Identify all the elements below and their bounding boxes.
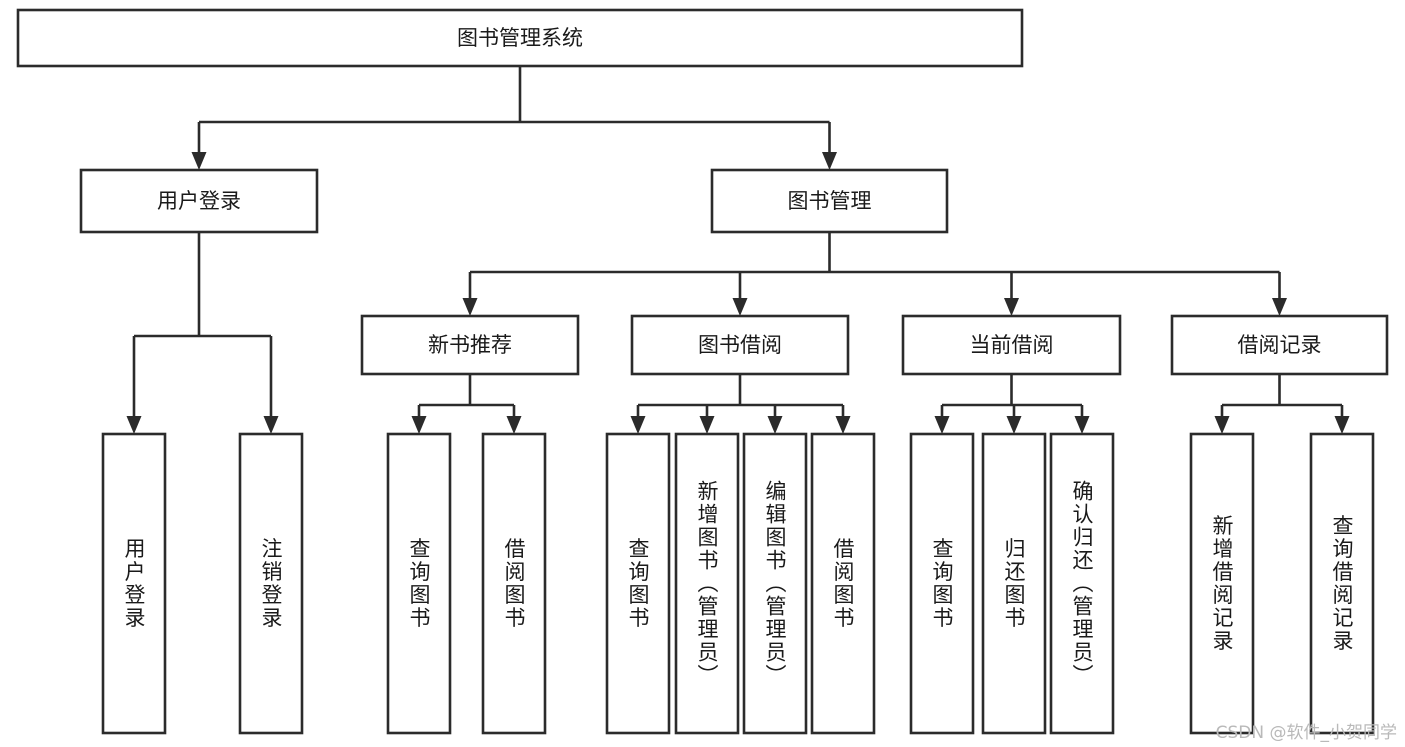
node-leaf-10-label: 确认归还（管理员）	[1070, 480, 1094, 687]
node-leaf-9[interactable]: 归还图书	[981, 432, 1047, 735]
node-level3-1[interactable]: 图书借阅	[630, 314, 850, 376]
node-leaf-8-rect	[909, 432, 975, 735]
node-level3-3-label: 借阅记录	[1238, 333, 1322, 357]
node-leaf-4-rect	[605, 432, 671, 735]
node-layer: 图书管理系统用户登录图书管理新书推荐图书借阅当前借阅借阅记录用户登录注销登录查询…	[16, 8, 1389, 735]
node-leaf-12-rect	[1309, 432, 1375, 735]
level2-1-arrowhead	[822, 152, 837, 170]
leaf-0-1-arrowhead	[506, 416, 522, 434]
connector-layer	[126, 66, 1350, 434]
level3-3-arrowhead	[1272, 298, 1287, 316]
node-leaf-10-rect	[1049, 432, 1115, 735]
node-leaf-11-label: 新增借阅记录	[1210, 515, 1234, 653]
node-leaf-11-rect	[1189, 432, 1255, 735]
node-leaf-2-rect	[386, 432, 452, 735]
node-leaf-6[interactable]: 编辑图书（管理员）	[742, 432, 808, 735]
node-root-label: 图书管理系统	[457, 26, 583, 50]
node-leaf-11[interactable]: 新增借阅记录	[1189, 432, 1255, 735]
node-leaf-0-rect	[101, 432, 167, 735]
leaf-1-3-arrowhead	[835, 416, 851, 434]
node-level2-1-rect	[710, 168, 949, 234]
node-leaf-9-rect	[981, 432, 1047, 735]
node-leaf-3[interactable]: 借阅图书	[481, 432, 547, 735]
node-level3-3-rect	[1170, 314, 1389, 376]
node-level2-0-label: 用户登录	[157, 189, 241, 213]
node-leaf-7[interactable]: 借阅图书	[810, 432, 876, 735]
node-leaf-7-rect	[810, 432, 876, 735]
leaf-1-0-arrowhead	[630, 416, 646, 434]
node-level3-2[interactable]: 当前借阅	[901, 314, 1122, 376]
node-leaf-4-label: 查询图书	[626, 538, 650, 630]
node-level2-1[interactable]: 图书管理	[710, 168, 949, 234]
node-level3-1-rect	[630, 314, 850, 376]
node-level3-0[interactable]: 新书推荐	[360, 314, 580, 376]
node-leaf-0[interactable]: 用户登录	[101, 432, 167, 735]
node-leaf-8-label: 查询图书	[930, 538, 954, 630]
node-root-rect	[16, 8, 1024, 68]
node-level3-0-rect	[360, 314, 580, 376]
node-level3-0-label: 新书推荐	[428, 333, 512, 357]
node-leaf-7-label: 借阅图书	[831, 538, 855, 630]
user-login-leaf-1-arrowhead	[263, 416, 279, 434]
node-level2-0-rect	[79, 168, 319, 234]
node-leaf-6-label: 编辑图书（管理员）	[763, 480, 787, 687]
level2-0-arrowhead	[191, 152, 207, 170]
user-login-leaf-0-arrowhead	[126, 416, 142, 434]
node-level3-3[interactable]: 借阅记录	[1170, 314, 1389, 376]
leaf-1-2-arrowhead	[767, 416, 783, 434]
leaf-2-2-arrowhead	[1074, 416, 1090, 434]
node-leaf-12-label: 查询借阅记录	[1330, 515, 1354, 653]
level3-0-arrowhead	[462, 298, 478, 316]
csdn-watermark: CSDN @软件_小贺同学	[1215, 723, 1397, 743]
leaf-0-0-arrowhead	[411, 416, 427, 434]
node-leaf-8[interactable]: 查询图书	[909, 432, 975, 735]
node-leaf-12[interactable]: 查询借阅记录	[1309, 432, 1375, 735]
node-level3-2-rect	[901, 314, 1122, 376]
node-root[interactable]: 图书管理系统	[16, 8, 1024, 68]
node-leaf-1-label: 注销登录	[259, 538, 283, 630]
leaf-2-1-arrowhead	[1006, 416, 1022, 434]
node-leaf-1-rect	[238, 432, 304, 735]
node-leaf-9-label: 归还图书	[1002, 538, 1026, 630]
node-leaf-10[interactable]: 确认归还（管理员）	[1049, 432, 1115, 735]
node-leaf-3-label: 借阅图书	[502, 538, 526, 630]
node-leaf-2[interactable]: 查询图书	[386, 432, 452, 735]
leaf-1-1-arrowhead	[699, 416, 715, 434]
node-leaf-5[interactable]: 新增图书（管理员）	[674, 432, 740, 735]
node-leaf-1[interactable]: 注销登录	[238, 432, 304, 735]
node-level2-0[interactable]: 用户登录	[79, 168, 319, 234]
node-leaf-4[interactable]: 查询图书	[605, 432, 671, 735]
node-level3-2-label: 当前借阅	[970, 333, 1054, 357]
node-level3-1-label: 图书借阅	[698, 333, 782, 357]
leaf-3-0-arrowhead	[1214, 416, 1230, 434]
node-leaf-2-label: 查询图书	[407, 538, 431, 630]
node-leaf-5-rect	[674, 432, 740, 735]
node-leaf-0-label: 用户登录	[122, 538, 146, 630]
leaf-2-0-arrowhead	[934, 416, 950, 434]
node-leaf-5-label: 新增图书（管理员）	[695, 480, 719, 687]
node-leaf-3-rect	[481, 432, 547, 735]
level3-1-arrowhead	[732, 298, 748, 316]
level3-2-arrowhead	[1004, 298, 1019, 316]
node-level2-1-label: 图书管理	[788, 189, 872, 213]
leaf-3-1-arrowhead	[1334, 416, 1350, 434]
node-leaf-6-rect	[742, 432, 808, 735]
